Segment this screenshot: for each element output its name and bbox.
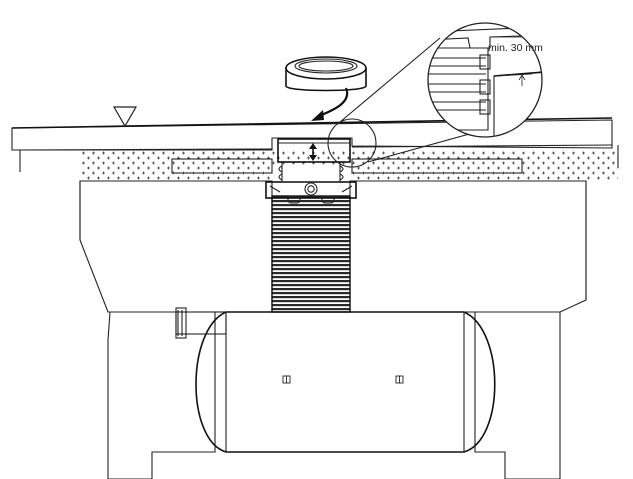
gravel-bed-right (474, 311, 561, 479)
inlet-pipe (175, 307, 227, 339)
min-clearance-label: min. 30 mm (488, 42, 543, 54)
curved-arrow-down-icon (311, 87, 349, 121)
tank-body (195, 311, 496, 453)
subsoil-layer (20, 150, 618, 181)
backfill-soil-left (79, 180, 273, 313)
dome-shaft (271, 195, 351, 313)
telescope-section (277, 138, 351, 183)
trench-outline (19, 145, 619, 300)
load-plate-right (351, 158, 523, 174)
double-arrow-vertical-icon (309, 143, 317, 161)
gravel-bed-left (107, 311, 216, 479)
backfill-soil-right (349, 180, 587, 313)
load-plate-left (171, 158, 273, 174)
triangle-down-icon (112, 106, 138, 128)
manhole-lid (285, 56, 367, 92)
